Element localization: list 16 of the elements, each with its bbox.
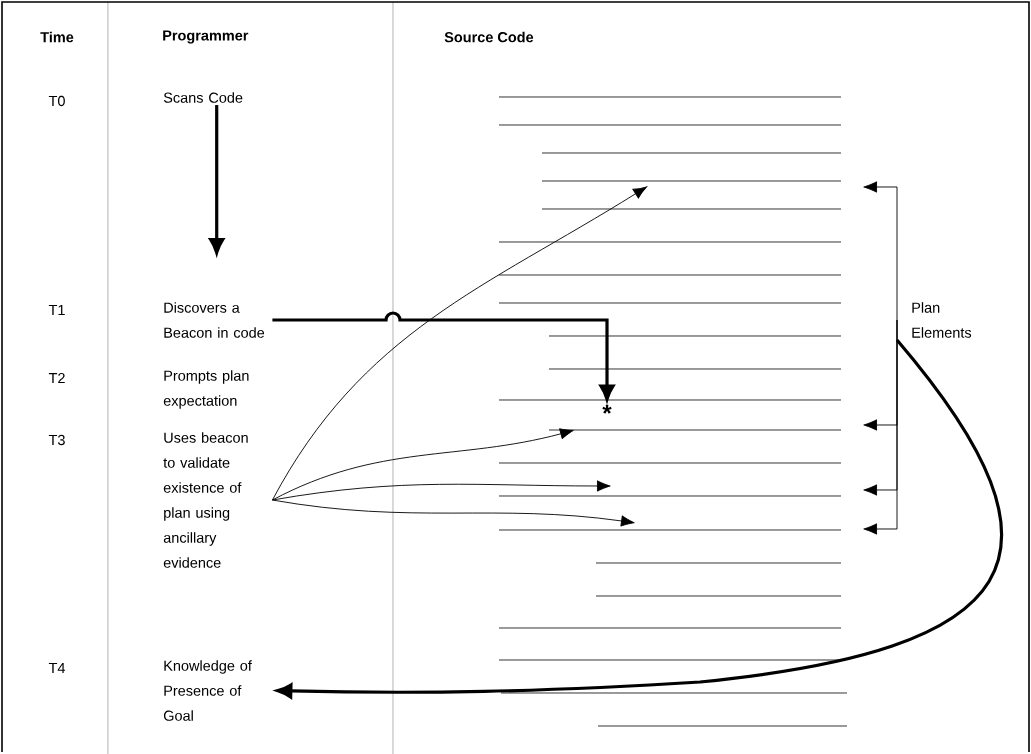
time-label: T0 xyxy=(48,95,65,107)
column-header: Programmer xyxy=(163,30,249,44)
time-label: T2 xyxy=(48,372,65,384)
time-label: T1 xyxy=(48,305,65,315)
column-header: Source Code xyxy=(444,31,534,43)
arrow xyxy=(863,181,898,321)
step-text: Uses beacon to validate existence of plan using ancillary evidence xyxy=(163,432,248,568)
time-label: T4 xyxy=(48,663,66,673)
step-text: Knowledge of Presence of Goal xyxy=(163,660,252,721)
step-text: Scans Code xyxy=(163,92,243,103)
arrow xyxy=(209,105,225,255)
column-header: Time xyxy=(40,31,74,43)
bracket-label: Plan Elements xyxy=(912,302,972,338)
step-text: Prompts plan expectation xyxy=(163,370,249,409)
step-text: Discovers a Beacon in code xyxy=(164,302,265,338)
time-label: T3 xyxy=(48,434,65,446)
